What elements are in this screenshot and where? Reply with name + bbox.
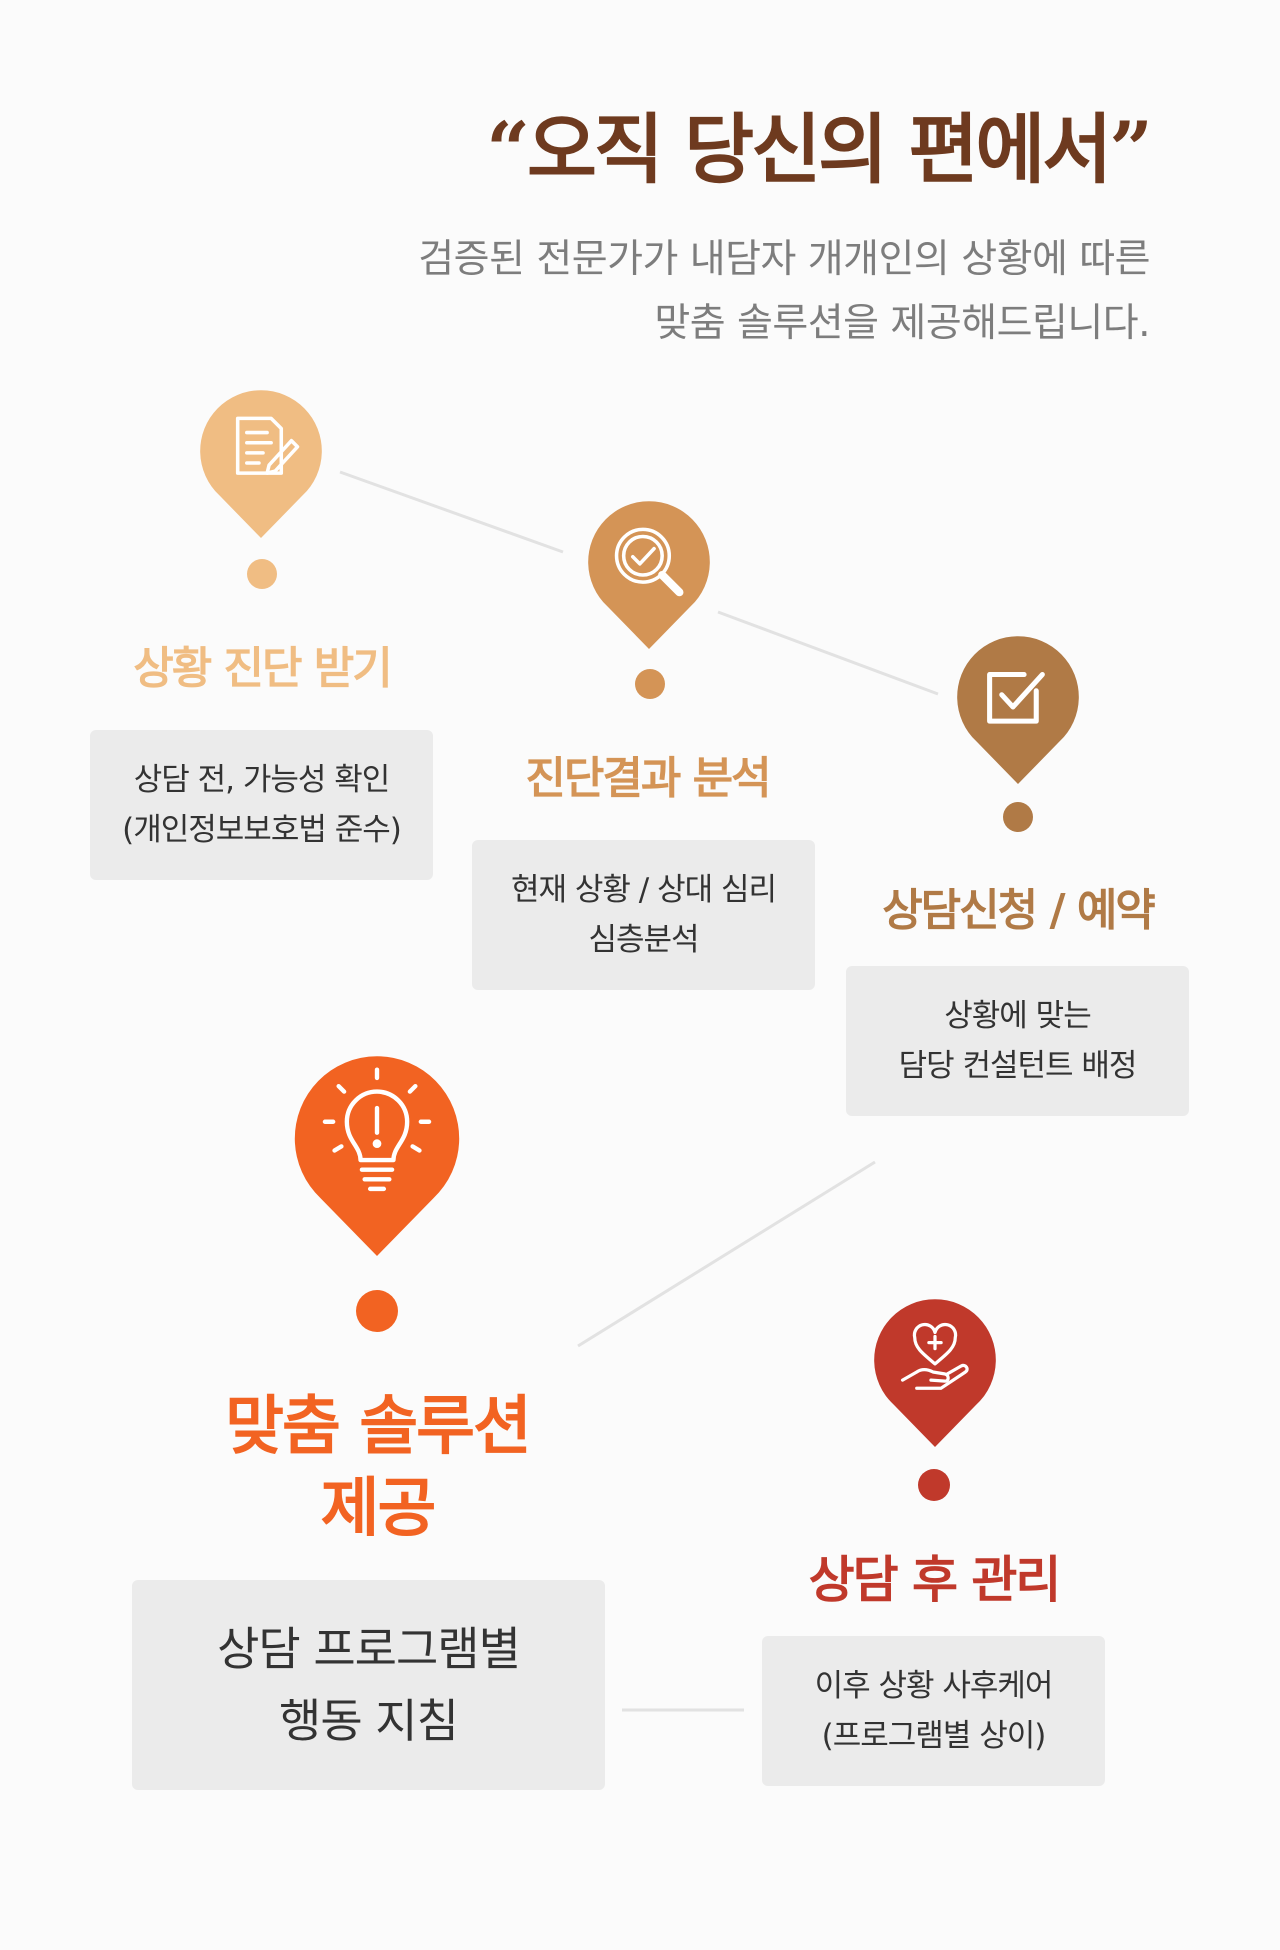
step-4-desc-line: 상담 프로그램별 [217,1622,521,1676]
step-5-desc-line: (프로그램별 상이) [821,1718,1047,1754]
pin-step-5 [874,1299,996,1447]
subtitle-line: 검증된 전문가가 내담자 개개인의 상황에 따른 [418,237,1150,282]
step-5-title: 상담 후 관리 [808,1551,1062,1609]
subtitle: 검증된 전문가가 내담자 개개인의 상황에 따른 맞춤 솔루션을 제공해드립니다… [418,228,1150,356]
step-1-desc-line: 상담 전, 가능성 확인 [133,762,391,798]
pin-step-3 [957,636,1079,784]
connector-line [577,1160,876,1348]
lightbulb-icon [294,1056,460,1256]
pin-step-4 [294,1056,460,1256]
step-1-desc-box: 상담 전, 가능성 확인 (개인정보보호법 준수) [90,730,433,880]
pin-step-1 [200,390,322,538]
step-4-title-line: 맞춤 솔루션 [225,1390,532,1464]
headline: “오직 당신의 편에서” [486,105,1153,194]
magnifier-check-icon [588,501,710,649]
step-4-title: 맞춤 솔루션 제공 [180,1386,575,1550]
step-2-desc-line: 현재 상황 / 상대 심리 [510,872,777,908]
step-1-dot [247,559,277,589]
connector-line [717,610,939,696]
step-5-dot [918,1469,950,1501]
subtitle-line: 맞춤 솔루션을 제공해드립니다. [654,301,1150,346]
pin-step-2 [588,501,710,649]
step-2-desc-line: 심층분석 [588,922,699,958]
step-5-desc-line: 이후 상황 사후케어 [814,1668,1054,1704]
document-pen-icon [200,390,322,538]
step-3-desc-line: 상황에 맞는 [944,998,1091,1034]
step-4-desc-box: 상담 프로그램별 행동 지침 [132,1580,605,1790]
step-2-dot [635,669,665,699]
step-2-desc-box: 현재 상황 / 상대 심리 심층분석 [472,840,815,990]
step-4-desc-line: 행동 지침 [279,1694,459,1748]
heart-hand-icon [874,1299,996,1447]
step-4-title-line: 제공 [320,1472,437,1546]
step-1-title: 상황 진단 받기 [133,643,393,694]
step-3-dot [1003,802,1033,832]
step-3-title: 상담신청 / 예약 [882,885,1156,936]
step-2-title: 진단결과 분석 [525,753,771,804]
step-5-desc-box: 이후 상황 사후케어 (프로그램별 상이) [762,1636,1105,1786]
connector-line [339,470,564,554]
step-3-desc-line: 담당 컨설턴트 배정 [898,1048,1138,1084]
checkbox-icon [957,636,1079,784]
step-3-desc-box: 상황에 맞는 담당 컨설턴트 배정 [846,966,1189,1116]
step-4-dot [356,1290,398,1332]
step-1-desc-line: (개인정보보호법 준수) [122,812,402,848]
